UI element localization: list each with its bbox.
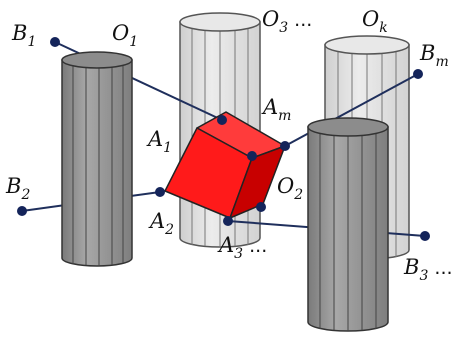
label-b2: B2 [5,174,30,203]
line-am-bm [284,73,419,147]
point-b2 [17,206,27,216]
cylinder-o1 [61,51,133,267]
label-o2: O2 [277,174,303,203]
point-b3 [420,231,430,241]
point-a3 [223,216,233,226]
labels: B1 O1 O3 ... Ok Bm Am A1 B2 O2 A2 A3 ...… [5,7,453,284]
label-b3: B3 ... [403,255,453,284]
point-bm [413,69,423,79]
label-a3: A3 ... [217,233,267,262]
point-am [280,141,290,151]
label-bm: Bm [419,41,449,70]
cylinder-o2 [307,117,389,332]
label-ok: Ok [362,7,388,36]
point-b1 [50,37,60,47]
point-cube-lower [256,202,266,212]
label-a1: A1 [146,127,172,156]
red-cube [164,111,286,219]
points [17,37,430,241]
label-o1: O1 [112,21,138,50]
point-a2 [155,187,165,197]
point-cube-vertex [247,151,257,161]
label-am: Am [261,95,291,124]
label-o3: O3 ... [262,7,312,36]
label-b1: B1 [11,21,36,50]
label-a2: A2 [148,209,174,238]
point-a1 [217,115,227,125]
